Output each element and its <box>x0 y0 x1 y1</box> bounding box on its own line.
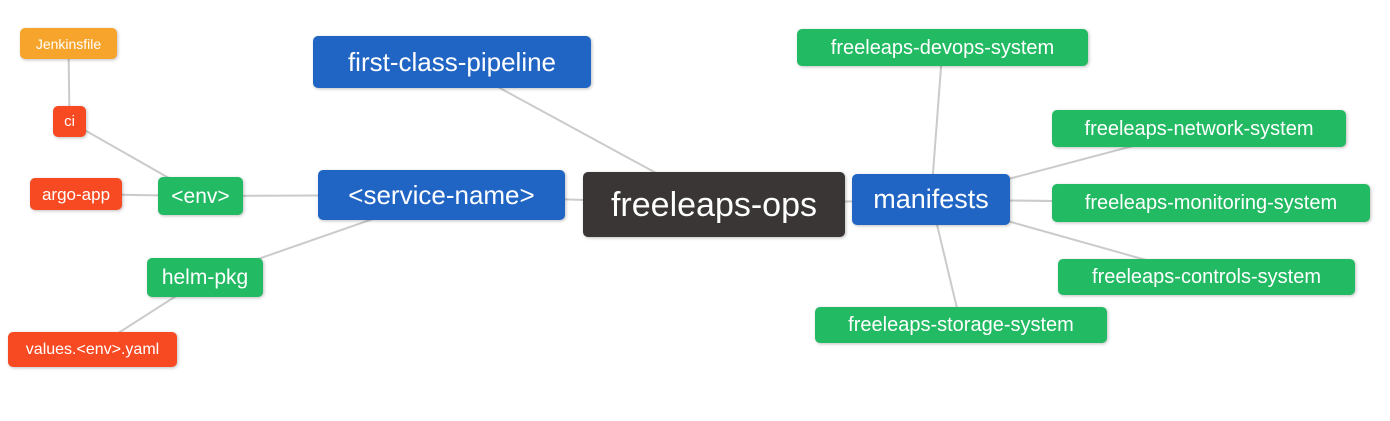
mindmap-node-values-env-yaml[interactable]: values.<env>.yaml <box>8 332 177 367</box>
mindmap-node-argo-app[interactable]: argo-app <box>30 178 122 210</box>
mindmap-node-freeleaps-monitoring-system[interactable]: freeleaps-monitoring-system <box>1052 184 1370 222</box>
mindmap-node-jenkinsfile[interactable]: Jenkinsfile <box>20 28 117 59</box>
mindmap-node-freeleaps-devops-system[interactable]: freeleaps-devops-system <box>797 29 1088 66</box>
mindmap-node-freeleaps-controls-system[interactable]: freeleaps-controls-system <box>1058 259 1355 295</box>
mindmap-node-freeleaps-ops[interactable]: freeleaps-ops <box>583 172 845 237</box>
mindmap-node-first-class-pipeline[interactable]: first-class-pipeline <box>313 36 591 88</box>
mindmap-node-helm-pkg[interactable]: helm-pkg <box>147 258 263 297</box>
mindmap-node-freeleaps-network-system[interactable]: freeleaps-network-system <box>1052 110 1346 147</box>
mindmap-node-freeleaps-storage-system[interactable]: freeleaps-storage-system <box>815 307 1107 343</box>
mindmap-node-ci[interactable]: ci <box>53 106 86 137</box>
mindmap-node-manifests[interactable]: manifests <box>852 174 1010 225</box>
mindmap-node-env[interactable]: <env> <box>158 177 243 215</box>
mindmap-node-service-name[interactable]: <service-name> <box>318 170 565 220</box>
